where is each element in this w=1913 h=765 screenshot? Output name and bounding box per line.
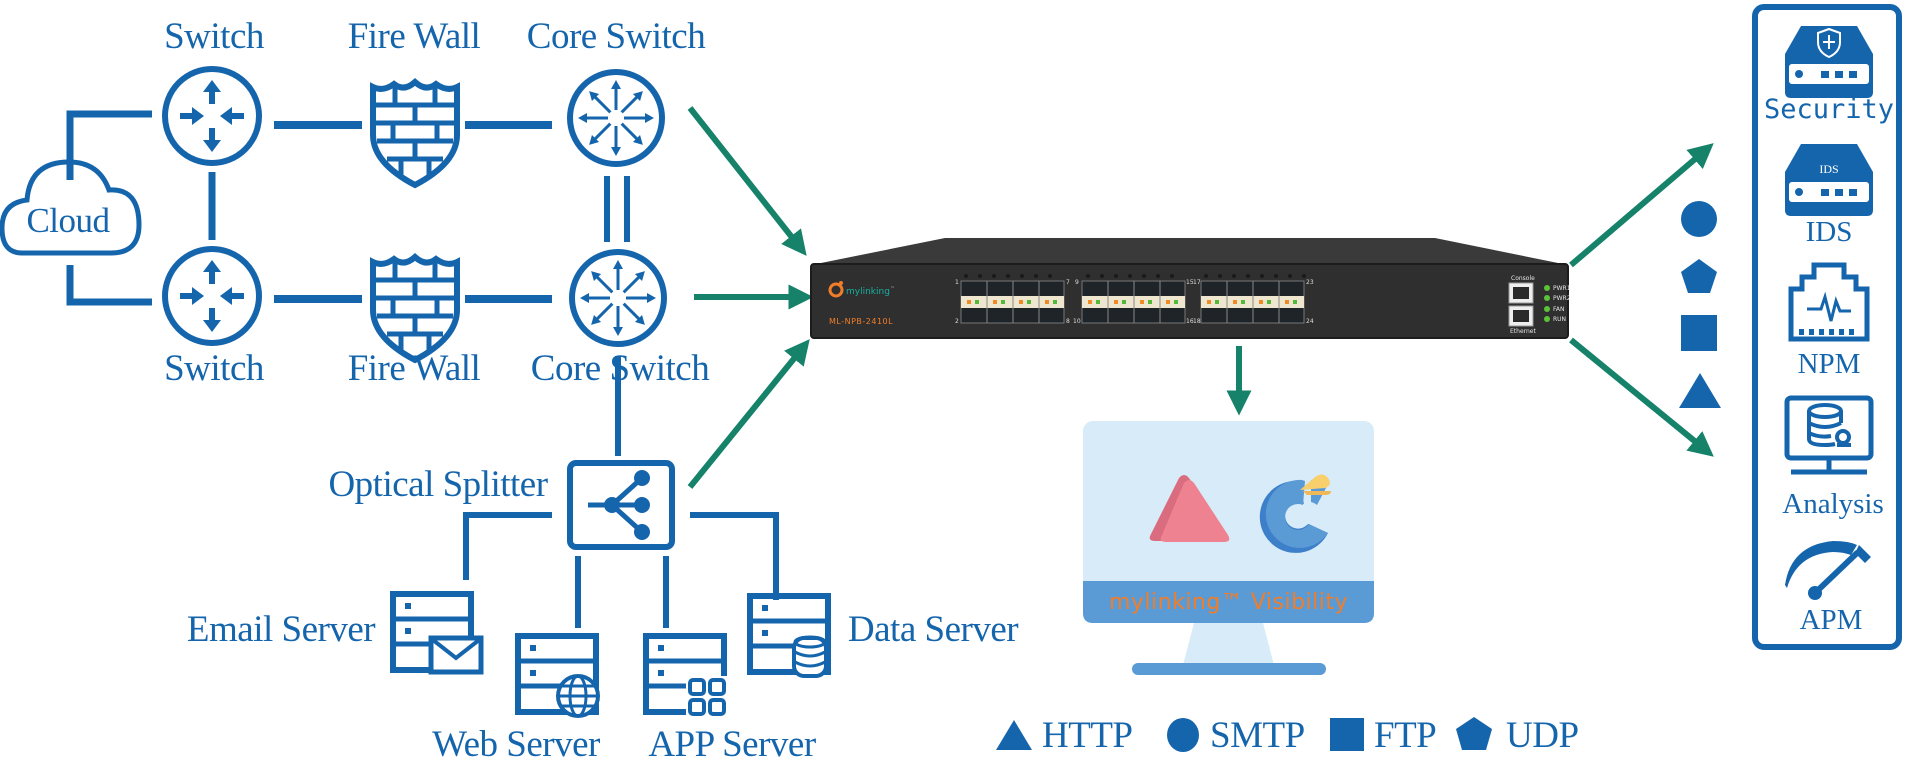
data-server-label: Data Server	[847, 609, 1019, 650]
sfp-port-group-1	[960, 280, 1065, 324]
apm-gauge-icon	[1785, 541, 1871, 600]
triangle-chart-icon	[1149, 475, 1230, 542]
data-server-icon	[750, 596, 828, 678]
core-switch-double-link	[604, 176, 630, 242]
arrow-npb-to-tools-lower	[1569, 337, 1714, 457]
ingress-arrows	[687, 106, 1714, 489]
firewall-bottom-icon	[373, 257, 457, 360]
square-shape	[1681, 315, 1717, 351]
optical-splitter-icon	[567, 460, 675, 550]
core-switch-top-label: Core Switch	[526, 16, 706, 57]
network-packet-broker	[810, 238, 1569, 339]
port-num-7: 7	[1066, 279, 1070, 286]
web-server-icon	[518, 636, 600, 718]
port-num-9: 9	[1075, 279, 1079, 286]
ethernet-label: Ethernet	[1510, 328, 1536, 335]
visibility-monitor	[1083, 421, 1374, 675]
core-switch-bottom-icon	[569, 249, 667, 347]
tool-label-security: Security	[1763, 94, 1895, 125]
cloud-label: Cloud	[26, 201, 110, 240]
analysis-monitor-icon	[1784, 395, 1874, 475]
sfp-port-group-3	[1200, 280, 1305, 324]
port-num-17: 17	[1193, 279, 1201, 286]
port-num-8: 8	[1066, 318, 1070, 325]
port-num-16: 16	[1186, 318, 1194, 325]
email-server-icon	[393, 594, 484, 675]
legend-shapes	[996, 717, 1492, 752]
monitor-brand-text: mylinking™ Visibility	[1108, 589, 1349, 615]
web-server-label: Web Server	[432, 724, 600, 765]
tool-label-npm: NPM	[1797, 348, 1861, 380]
port-num-18: 18	[1193, 318, 1201, 325]
led-label-run: RUN	[1553, 316, 1567, 323]
pie-chart-icon	[1259, 474, 1331, 553]
arrow-npb-to-tools-upper	[1569, 143, 1714, 268]
optical-splitter-label: Optical Splitter	[328, 464, 548, 505]
ids-appliance-icon	[1785, 144, 1873, 216]
led-fan	[1544, 306, 1550, 312]
switch-bottom-icon	[162, 246, 262, 346]
led-label-pwr1: PWR1	[1553, 285, 1571, 292]
legend-label-udp: UDP	[1506, 715, 1579, 756]
legend-label-smtp: SMTP	[1210, 715, 1305, 756]
port-num-10: 10	[1073, 318, 1081, 325]
port-num-23: 23	[1306, 279, 1314, 286]
app-server-icon	[646, 636, 728, 718]
triangle-shape	[1679, 373, 1721, 408]
port-num-24: 24	[1306, 318, 1314, 325]
arrow-splitter-to-npb	[687, 339, 810, 489]
arrow-core-top-to-npb	[687, 106, 807, 256]
mylinking-logo-icon	[828, 281, 844, 298]
tool-label-apm: APM	[1799, 604, 1863, 636]
device-model: ML-NPB-2410L	[829, 317, 894, 326]
led-pwr1	[1544, 285, 1550, 291]
switch-bottom-label: Switch	[164, 348, 264, 389]
ids-badge-text: IDS	[1819, 162, 1839, 176]
pentagon-shape	[1681, 259, 1717, 293]
legend-triangle-icon	[996, 720, 1032, 750]
email-server-label: Email Server	[186, 609, 376, 650]
cloud-links	[66, 110, 152, 306]
firewall-top-icon	[373, 82, 457, 185]
tools-panel	[1752, 4, 1902, 650]
led-label-fan: FAN	[1553, 306, 1565, 313]
console-label: Console	[1511, 275, 1535, 282]
splitter-server-links	[463, 512, 779, 628]
port-num-1: 1	[955, 279, 959, 286]
legend-circle-icon	[1167, 718, 1199, 752]
switch-top-label: Switch	[164, 16, 264, 57]
npm-port-icon	[1788, 262, 1870, 342]
led-pwr2	[1544, 295, 1550, 301]
legend-square-icon	[1330, 718, 1364, 751]
port-num-15: 15	[1186, 279, 1194, 286]
legend-pentagon-icon	[1456, 717, 1492, 750]
legend-label-http: HTTP	[1042, 715, 1133, 756]
tool-label-ids: IDS	[1805, 216, 1853, 248]
switch-top-icon	[162, 66, 262, 166]
app-server-label: APP Server	[648, 724, 816, 765]
core-switch-top-icon	[567, 69, 665, 167]
led-run	[1544, 316, 1550, 322]
filtered-shapes	[1679, 201, 1721, 408]
port-num-2: 2	[955, 318, 959, 325]
led-label-pwr2: PWR2	[1553, 295, 1571, 302]
firewall-bottom-label: Fire Wall	[347, 348, 481, 389]
tool-label-analysis: Analysis	[1782, 488, 1884, 520]
security-appliance-icon	[1785, 26, 1873, 98]
core-switch-bottom-label: Core Switch	[530, 348, 710, 389]
circle-shape	[1681, 201, 1717, 237]
sfp-port-group-2	[1081, 280, 1186, 324]
device-brand: mylinking™	[846, 286, 895, 297]
firewall-top-label: Fire Wall	[347, 16, 481, 57]
legend-label-ftp: FTP	[1374, 715, 1437, 756]
